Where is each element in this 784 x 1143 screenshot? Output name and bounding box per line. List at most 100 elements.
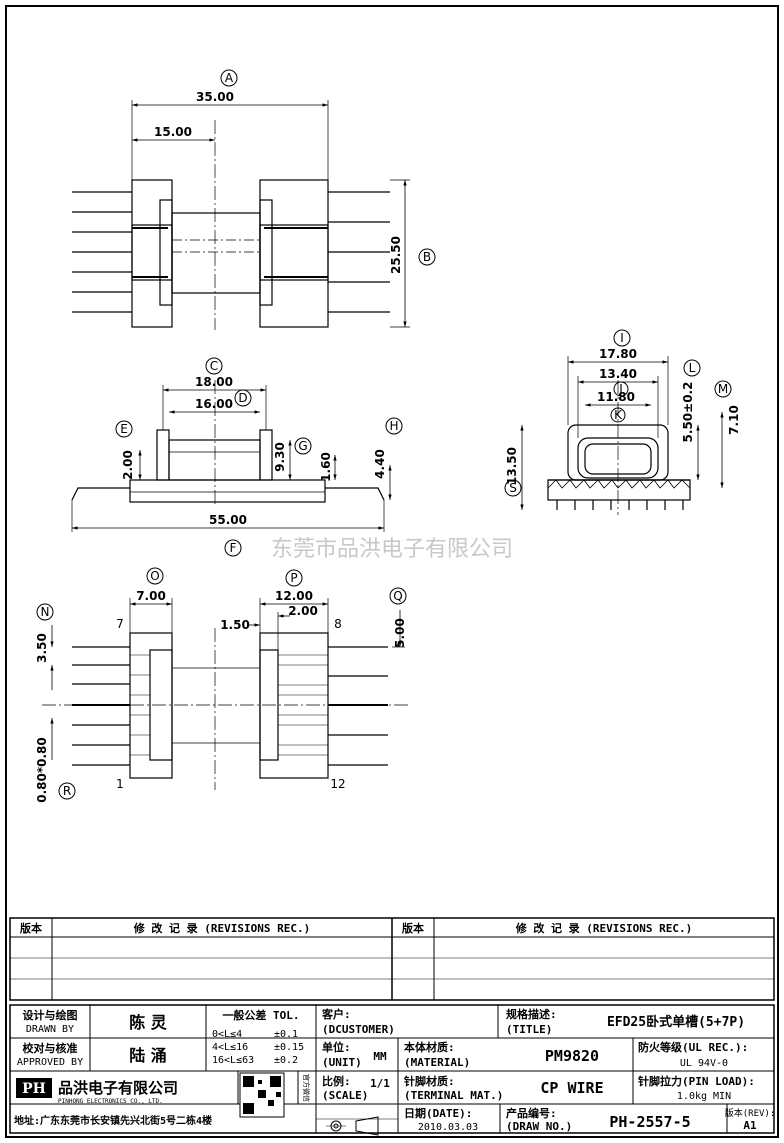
marker-c: C xyxy=(210,359,218,373)
dim-16: 16.00 xyxy=(195,397,233,411)
material-value: PM9820 xyxy=(545,1047,599,1065)
marker-d: D xyxy=(238,391,247,405)
rev-header-record-right: 修 改 记 录 (REVISIONS REC.) xyxy=(515,921,692,935)
dim-12: 12.00 xyxy=(275,589,313,603)
customer-label: 客户: xyxy=(321,1007,351,1021)
company-name-en: PINHONG ELECTRONICS CO., LTD. xyxy=(58,1098,163,1105)
dim-13-4: 13.40 xyxy=(599,367,637,381)
tol-row-3-range: 16<L≤63 xyxy=(212,1055,254,1066)
drawn-by-label-en: DRAWN BY xyxy=(26,1024,74,1035)
scale-label-en: (SCALE) xyxy=(322,1089,368,1102)
marker-j: J xyxy=(618,382,623,396)
dim-9-3: 9.30 xyxy=(273,442,287,472)
dim-2-bottom: 2.00 xyxy=(288,604,318,618)
dim-1-6: 1.60 xyxy=(319,452,333,482)
dim-4-4: 4.40 xyxy=(373,449,387,479)
title-value: EFD25卧式单槽(5+7P) xyxy=(607,1014,745,1030)
title-label-en: (TITLE) xyxy=(506,1023,552,1036)
dim-5-5: 5.50±0.2 xyxy=(681,382,695,443)
top-view xyxy=(72,100,410,330)
dim-7-1: 7.10 xyxy=(727,405,741,435)
qr-caption: 官方微信 xyxy=(302,1074,311,1102)
dim-2: 2.00 xyxy=(121,450,135,480)
approved-by-label-en: APPROVED BY xyxy=(17,1057,83,1068)
unit-label: 单位: xyxy=(322,1040,351,1054)
dim-15: 15.00 xyxy=(154,125,192,139)
marker-f: F xyxy=(230,541,237,555)
drawn-by-value: 陈 灵 xyxy=(129,1013,168,1032)
pin-7-label: 7 xyxy=(116,617,124,631)
approved-by-value: 陆 涌 xyxy=(129,1046,167,1065)
terminal-label: 针脚材质: xyxy=(404,1074,455,1088)
dim-13-5: 13.50 xyxy=(505,447,519,485)
drawn-by-label: 设计与绘图 xyxy=(23,1008,78,1022)
dim-1-5: 1.50 xyxy=(220,618,250,632)
date-label: 日期(DATE): xyxy=(404,1106,472,1120)
draw-no-label: 产品编号: xyxy=(506,1106,557,1120)
marker-q: Q xyxy=(393,589,402,603)
title-label: 规格描述: xyxy=(506,1007,557,1021)
sheet-border xyxy=(5,5,779,1138)
unit-label-en: (UNIT) xyxy=(322,1056,362,1069)
watermark-text: 东莞市品洪电子有限公司 xyxy=(271,537,513,562)
marker-k: K xyxy=(614,408,623,422)
material-label-en: (MATERIAL) xyxy=(404,1056,470,1069)
marker-b: B xyxy=(423,250,431,264)
company-logo: PH xyxy=(16,1078,52,1098)
tol-row-2-value: ±0.15 xyxy=(274,1042,304,1053)
marker-l: L xyxy=(689,361,696,375)
material-label: 本体材质: xyxy=(404,1040,455,1054)
marker-a: A xyxy=(225,71,234,85)
tol-row-1-value: ±0.1 xyxy=(274,1029,298,1040)
marker-n: N xyxy=(41,605,50,619)
pin-12-label: 12 xyxy=(330,777,345,791)
dim-35: 35.00 xyxy=(196,90,234,104)
rev-label: 版本(REV): xyxy=(725,1107,776,1119)
rev-value: A1 xyxy=(743,1119,757,1132)
dim-7: 7.00 xyxy=(136,589,166,603)
marker-o: O xyxy=(150,569,159,583)
tol-row-1-range: 0<L≤4 xyxy=(212,1029,242,1040)
marker-i: I xyxy=(620,331,624,345)
dim-11-8: 11.80 xyxy=(597,390,635,404)
front-view xyxy=(71,380,392,532)
pin-1-label: 1 xyxy=(116,777,124,791)
dim-0-8: 0.80*0.80 xyxy=(35,737,49,803)
title-block xyxy=(9,1004,775,1134)
marker-r: R xyxy=(63,784,71,798)
dim-17-8: 17.80 xyxy=(599,347,637,361)
date-value: 2010.03.03 xyxy=(418,1122,478,1133)
company-address: 地址:广东东莞市长安镇先兴北街5号二栋4楼 xyxy=(14,1114,212,1127)
customer-value: (DCUSTOMER) xyxy=(322,1023,395,1036)
dim-3-5: 3.50 xyxy=(35,633,49,663)
rev-header-record-left: 修 改 记 录 (REVISIONS REC.) xyxy=(133,921,310,935)
side-view xyxy=(520,356,724,515)
tolerance-title: 一般公差 TOL. xyxy=(222,1008,299,1022)
company-logo-text: PH xyxy=(22,1081,46,1097)
dim-5: 5.00 xyxy=(393,618,407,648)
scale-value: 1/1 xyxy=(370,1077,390,1090)
marker-e: E xyxy=(120,422,128,436)
pin-load-value: 1.0kg MIN xyxy=(677,1091,731,1102)
marker-h: H xyxy=(389,419,398,433)
marker-p: P xyxy=(290,571,297,585)
bottom-view xyxy=(42,598,410,790)
unit-value: MM xyxy=(373,1050,387,1063)
marker-m: M xyxy=(718,382,728,396)
ul-label: 防火等级(UL REC.): xyxy=(638,1040,748,1054)
approved-by-label: 校对与核准 xyxy=(23,1041,78,1055)
pin-load-label: 针脚拉力(PIN LOAD): xyxy=(638,1074,755,1088)
marker-s: S xyxy=(509,481,517,495)
terminal-label-en: (TERMINAL MAT.) xyxy=(404,1089,503,1102)
callout-markers: A B C D E F G H I J K L M N O P Q R S xyxy=(36,69,732,800)
draw-no-value: PH-2557-5 xyxy=(609,1113,690,1131)
pin-8-label: 8 xyxy=(334,617,342,631)
dim-25-5: 25.50 xyxy=(389,236,403,274)
rev-header-version-right: 版本 xyxy=(402,921,424,935)
draw-no-label-en: (DRAW NO.) xyxy=(506,1120,572,1133)
rev-header-version-left: 版本 xyxy=(20,921,42,935)
dim-18: 18.00 xyxy=(195,375,233,389)
tol-row-3-value: ±0.2 xyxy=(274,1055,298,1066)
scale-label: 比例: xyxy=(322,1074,351,1088)
dim-55: 55.00 xyxy=(209,513,247,527)
